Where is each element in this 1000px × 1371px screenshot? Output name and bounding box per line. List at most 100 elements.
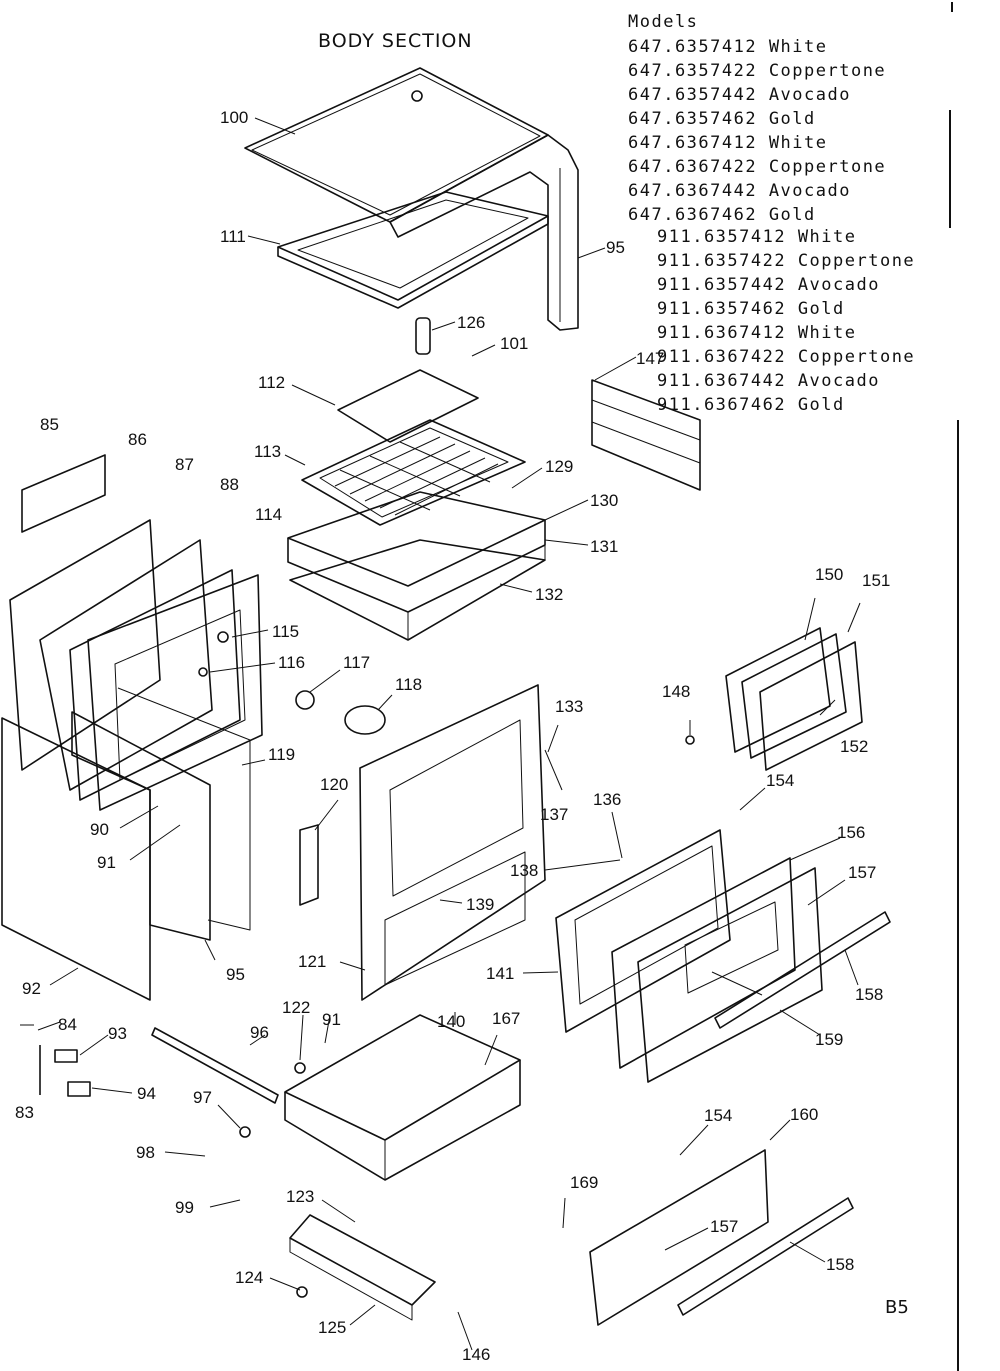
model-911-5: 911.6367412 White: [657, 323, 857, 343]
label-116: 116: [278, 653, 305, 672]
part-147-shape: [591, 379, 701, 491]
label-118: 118: [395, 675, 422, 694]
part-126-shape: [415, 317, 431, 355]
label-150: 150: [815, 565, 843, 584]
label-157-lower: 157: [710, 1217, 738, 1236]
label-125: 125: [318, 1318, 346, 1337]
model-647-8: 647.6367462 Gold: [628, 205, 816, 225]
small-hardware-shapes: [39, 735, 695, 1298]
model-647-5: 647.6367412 White: [628, 133, 828, 153]
label-99: 99: [175, 1198, 194, 1217]
label-140: 140: [437, 1012, 465, 1031]
label-100: 100: [220, 108, 248, 127]
label-95-lower: 95: [226, 965, 245, 984]
model-911-6: 911.6367422 Coppertone: [657, 347, 916, 367]
label-87: 87: [175, 455, 194, 474]
oven-door-shape: [555, 829, 823, 1083]
model-647-3: 647.6357442 Avocado: [628, 85, 851, 105]
label-97: 97: [193, 1088, 212, 1107]
label-115: 115: [272, 622, 299, 641]
top-cover-shape: [244, 67, 579, 331]
label-112: 112: [258, 373, 285, 392]
label-120: 120: [320, 775, 348, 794]
label-83: 83: [15, 1103, 34, 1122]
storage-handle-shape: [677, 1197, 854, 1316]
label-98: 98: [136, 1143, 155, 1162]
model-911-1: 911.6357412 White: [657, 227, 857, 247]
label-154-lower: 154: [704, 1106, 732, 1125]
label-151: 151: [862, 571, 890, 590]
hinge-shape: [299, 824, 319, 906]
label-160: 160: [790, 1105, 818, 1124]
top-pan-shape: [277, 191, 549, 309]
model-647-1: 647.6357412 White: [628, 37, 828, 57]
label-117: 117: [343, 653, 370, 672]
part-85-shape: [21, 454, 106, 533]
label-121: 121: [298, 952, 326, 971]
label-122: 122: [282, 998, 310, 1017]
door-panel-set-shape: [725, 627, 863, 771]
model-911-3: 911.6357442 Avocado: [657, 275, 880, 295]
label-123: 123: [286, 1187, 314, 1206]
label-156: 156: [837, 823, 865, 842]
page-code: B5: [885, 1297, 909, 1318]
label-93: 93: [108, 1024, 127, 1043]
model-911-7: 911.6367442 Avocado: [657, 371, 880, 391]
label-158: 158: [855, 985, 883, 1004]
front-frame-shape: [71, 687, 251, 941]
label-132: 132: [535, 585, 563, 604]
label-157: 157: [848, 863, 876, 882]
model-647-6: 647.6367422 Coppertone: [628, 157, 887, 177]
label-91-lower: 91: [322, 1010, 341, 1029]
label-154: 154: [766, 771, 794, 790]
label-114: 114: [255, 505, 282, 524]
label-159: 159: [815, 1030, 843, 1049]
label-111: 111: [220, 227, 246, 246]
label-96: 96: [250, 1023, 269, 1042]
oven-liner-shape: [87, 574, 263, 811]
model-647-2: 647.6357422 Coppertone: [628, 61, 887, 81]
label-90-left: 90: [90, 820, 109, 839]
lamp-shape: [295, 690, 386, 735]
label-95-top: 95: [606, 238, 625, 257]
oven-frame-shape: [287, 491, 546, 641]
part-number-labels: 100 111 95 126 101 112 113 129 130 131 1…: [15, 108, 890, 1364]
label-124: 124: [235, 1268, 263, 1287]
label-139: 139: [466, 895, 494, 914]
label-169: 169: [570, 1173, 598, 1192]
rail-shape: [151, 1027, 279, 1104]
model-911-4: 911.6357462 Gold: [657, 299, 845, 319]
leader-lines: [20, 117, 861, 1351]
kick-panel-shape: [289, 1214, 436, 1321]
back-panel-shape: [9, 519, 241, 801]
label-101: 101: [500, 334, 528, 353]
label-88: 88: [220, 475, 239, 494]
label-85: 85: [40, 415, 59, 434]
label-138: 138: [510, 861, 538, 880]
model-911-2: 911.6357422 Coppertone: [657, 251, 916, 271]
label-137: 137: [540, 805, 568, 824]
model-647-7: 647.6367442 Avocado: [628, 181, 851, 201]
label-131: 131: [590, 537, 618, 556]
model-647-4: 647.6357462 Gold: [628, 109, 816, 129]
label-158-lower: 158: [826, 1255, 854, 1274]
label-113: 113: [254, 442, 281, 461]
drawer-shape: [284, 1014, 521, 1181]
side-panel-shape: [1, 717, 151, 1001]
label-147: 147: [636, 349, 664, 368]
label-126: 126: [457, 313, 485, 332]
label-91-left: 91: [97, 853, 116, 872]
diagram-title: BODY SECTION: [318, 30, 473, 52]
label-167: 167: [492, 1009, 520, 1028]
model-911-8: 911.6367462 Gold: [657, 395, 845, 415]
oven-rack-shape: [301, 369, 526, 526]
label-129: 129: [545, 457, 573, 476]
label-136: 136: [593, 790, 621, 809]
label-130: 130: [590, 491, 618, 510]
label-152: 152: [840, 737, 868, 756]
storage-door-shape: [589, 1149, 769, 1326]
label-148: 148: [662, 682, 690, 701]
door-frame-shape: [359, 684, 546, 1001]
door-handle-shape: [714, 911, 891, 1029]
